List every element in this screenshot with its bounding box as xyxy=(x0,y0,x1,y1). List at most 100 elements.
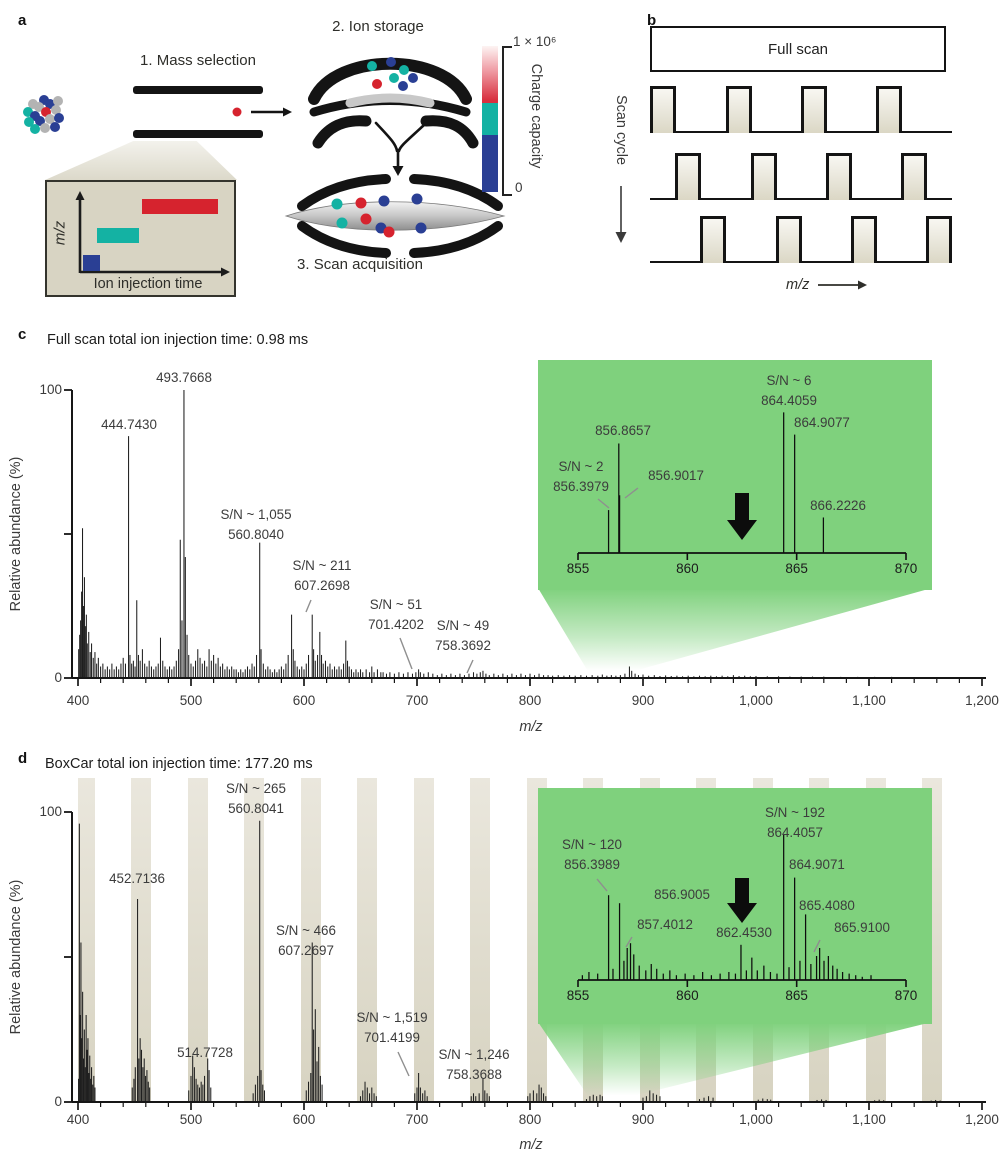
teal-ion-dot xyxy=(399,65,409,75)
peak-annotation-line: S/N ~ 466 xyxy=(276,923,336,938)
teal-ion-dot xyxy=(24,117,34,127)
selected-ion-dot xyxy=(232,107,242,117)
inset-x-tick-label: 870 xyxy=(894,988,918,1003)
boxcar-selection-band xyxy=(413,778,434,1102)
boxcar-window-pulse xyxy=(926,216,952,263)
inset-x-tick-label: 865 xyxy=(785,988,808,1003)
red-ion-dot xyxy=(383,226,395,238)
blue-ion-dot xyxy=(398,81,408,91)
transfer-arrow-icon xyxy=(374,121,426,176)
x-tick-label: 1,200 xyxy=(965,693,999,708)
x-tick-label: 700 xyxy=(405,693,429,708)
blue-ion-dot xyxy=(54,113,64,123)
red-ion-dot xyxy=(41,107,51,117)
colorbar-min-label: 0 xyxy=(515,180,523,195)
peak-annotation: 444.7430 xyxy=(101,415,157,435)
peak-annotation: 856.9005 xyxy=(654,885,710,905)
peak-annotation-line: 856.3989 xyxy=(564,857,620,872)
scan-cycle-axis-label: Scan cycle xyxy=(613,94,629,166)
inset-x-tick-label: 865 xyxy=(785,561,808,576)
peak-annotation: 865.4080 xyxy=(799,896,855,916)
ion-storage-label: 2. Ion storage xyxy=(332,18,424,35)
y-tick-label: 0 xyxy=(54,1094,62,1109)
peak-annotation: S/N ~ 265 560.8041 xyxy=(226,779,286,819)
boxcar-selection-band xyxy=(244,778,265,1102)
red-ion-dot xyxy=(355,197,367,209)
peak-annotation-line: S/N ~ 51 xyxy=(369,597,423,612)
peak-annotation: 514.7728 xyxy=(177,1043,233,1063)
blue-ion-dot xyxy=(408,73,418,83)
orbiting-ions-icon xyxy=(331,193,427,238)
peak-annotation-line: 857.4012 xyxy=(637,917,693,932)
red-ion-dot xyxy=(360,213,372,225)
boxcar-window-pulse xyxy=(826,153,852,200)
charge-capacity-colorbar xyxy=(482,46,498,192)
x-tick-label: 900 xyxy=(631,693,655,708)
inset-x-tick-label: 860 xyxy=(676,561,699,576)
zoom-inset-c xyxy=(538,360,932,590)
scan-cycle-baseline xyxy=(650,197,952,200)
x-tick-label: 1,000 xyxy=(739,1112,773,1127)
panel-b-x-axis-label: m/z xyxy=(786,277,810,293)
mz-arrow-icon xyxy=(818,280,867,290)
ion-cloud-icon xyxy=(23,95,64,134)
peak-annotation-line: 864.9077 xyxy=(794,415,850,430)
teal-ion-dot xyxy=(23,107,33,117)
peak-annotation-line: 856.3979 xyxy=(553,479,609,494)
peak-annotation-line: 514.7728 xyxy=(177,1045,233,1060)
blue-ion-dot xyxy=(45,99,55,109)
gray-ion-dot xyxy=(53,96,63,106)
peak-annotation-line: 560.8041 xyxy=(228,801,284,816)
boxcar-window-pulse xyxy=(700,216,726,263)
inset-x-tick-label: 855 xyxy=(566,988,590,1003)
peak-annotation: 866.2226 xyxy=(810,496,866,516)
boxcar-window-pulse xyxy=(675,153,701,200)
peak-annotation: 857.4012 xyxy=(637,915,693,935)
peak-annotation-line: S/N ~ 120 xyxy=(562,837,622,852)
inset-x-tick-label: 870 xyxy=(894,561,918,576)
boxcar-selection-band xyxy=(357,778,378,1102)
blue-ion-dot xyxy=(39,95,49,105)
panel-d-y-axis-label: Relative abundance (%) xyxy=(8,879,24,1035)
c-trap-icon xyxy=(308,57,479,149)
y-tick-label: 100 xyxy=(39,804,62,819)
peak-annotation-line: 856.9017 xyxy=(648,468,704,483)
zoom-callout-wedge-c xyxy=(538,588,932,678)
peak-annotation-line: 866.2226 xyxy=(810,498,866,513)
teal-ion-dot xyxy=(331,198,343,210)
teal-ion-dot xyxy=(389,73,399,83)
blue-ion-dot xyxy=(50,122,60,132)
boxcar-selection-band xyxy=(300,778,321,1102)
colorbar-axis-label: Charge capacity xyxy=(528,63,544,169)
x-tick-label: 600 xyxy=(292,1112,316,1127)
peak-annotation-line: 452.7136 xyxy=(109,871,165,886)
peak-annotation: 864.9071 xyxy=(789,855,845,875)
x-tick-label: 700 xyxy=(405,1112,429,1127)
peak-annotation-line: S/N ~ 49 xyxy=(436,618,490,633)
peak-annotation-line: 758.3688 xyxy=(446,1067,502,1082)
gray-ion-dot xyxy=(51,105,61,115)
peak-annotation: 864.9077 xyxy=(794,413,850,433)
peak-annotation-line: 865.9100 xyxy=(834,920,890,935)
x-tick-label: 900 xyxy=(631,1112,655,1127)
boxcar-selection-band xyxy=(78,778,95,1102)
colorbar-bracket xyxy=(502,46,512,196)
orbitrap-icon xyxy=(284,174,506,258)
full-scan-box: Full scan xyxy=(650,26,946,72)
peak-annotation: S/N ~ 120 856.3989 xyxy=(562,835,622,875)
peak-annotation: 862.4530 xyxy=(716,923,772,943)
boxcar-window-pulse xyxy=(901,153,927,200)
blue-ion-dot xyxy=(415,222,427,234)
peak-annotation-line: S/N ~ 265 xyxy=(226,781,286,796)
panel-b-letter: b xyxy=(647,12,657,29)
peak-annotation: 452.7136 xyxy=(109,869,165,889)
peak-annotation-line: 444.7430 xyxy=(101,417,157,432)
